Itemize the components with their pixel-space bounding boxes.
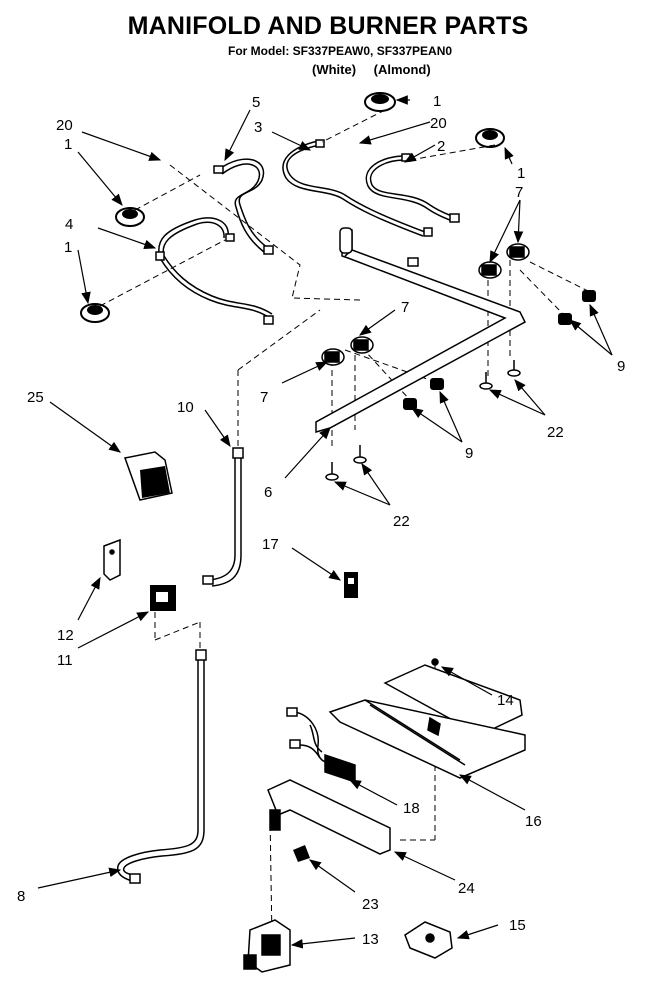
callout-18: 18 bbox=[403, 800, 420, 817]
callout-16: 16 bbox=[525, 813, 542, 830]
burner-tube-lines bbox=[158, 140, 457, 319]
gas-valve-icon bbox=[243, 919, 291, 973]
valve-icon bbox=[321, 348, 345, 366]
callout-11: 11 bbox=[57, 652, 73, 669]
callout-1: 1 bbox=[433, 93, 441, 110]
bracket-icon bbox=[103, 538, 121, 581]
callout-23: 23 bbox=[362, 896, 379, 913]
spacer-icon bbox=[124, 451, 173, 501]
callout-labels: 1 1 1 1 2 3 4 5 6 7 7 7 9 9 10 11 12 13 … bbox=[17, 93, 625, 948]
callout-5: 5 bbox=[252, 94, 260, 111]
valve-icon bbox=[478, 261, 502, 279]
gas-supply-tube bbox=[117, 458, 242, 883]
clamp-icon bbox=[293, 845, 310, 862]
callout-15: 15 bbox=[509, 917, 526, 934]
callout-20: 20 bbox=[56, 117, 73, 134]
burner-icon bbox=[364, 92, 396, 112]
callout-7: 7 bbox=[260, 389, 268, 406]
callout-17: 17 bbox=[262, 536, 279, 553]
callout-1: 1 bbox=[64, 136, 72, 153]
callout-2: 2 bbox=[437, 138, 445, 155]
clip-icon bbox=[344, 572, 358, 598]
burner-icon bbox=[80, 303, 110, 323]
callout-1: 1 bbox=[517, 165, 525, 182]
callout-8: 8 bbox=[17, 888, 25, 905]
manifold-icon bbox=[315, 227, 526, 433]
callout-9: 9 bbox=[617, 358, 625, 375]
callout-1: 1 bbox=[64, 239, 72, 256]
callout-20: 20 bbox=[430, 115, 447, 132]
page-title: MANIFOLD AND BURNER PARTS bbox=[127, 12, 529, 40]
callout-25: 25 bbox=[27, 389, 44, 406]
callout-24: 24 bbox=[458, 880, 475, 897]
valve-icon bbox=[506, 243, 530, 261]
callout-7: 7 bbox=[401, 299, 409, 316]
callout-22: 22 bbox=[393, 513, 410, 530]
callout-13: 13 bbox=[362, 931, 379, 948]
connector-icon bbox=[286, 707, 301, 749]
callout-6: 6 bbox=[264, 484, 272, 501]
fitting-icon bbox=[129, 447, 244, 884]
callout-3: 3 bbox=[254, 119, 262, 136]
callout-14: 14 bbox=[497, 692, 514, 709]
color-line: (White) (Almond) bbox=[312, 62, 431, 77]
model-line: For Model: SF337PEAW0, SF337PEAN0 bbox=[228, 44, 453, 58]
burner-shield-icon bbox=[328, 658, 526, 779]
regulator-icon bbox=[150, 585, 176, 611]
igniter-bracket-icon bbox=[267, 753, 391, 855]
valve-icon bbox=[350, 336, 374, 354]
screw-icon bbox=[325, 360, 521, 481]
burner-icon bbox=[115, 207, 145, 227]
callout-4: 4 bbox=[65, 216, 73, 233]
burner-icon bbox=[475, 128, 505, 148]
callout-7: 7 bbox=[515, 184, 523, 201]
callout-12: 12 bbox=[57, 627, 74, 644]
callout-9: 9 bbox=[465, 445, 473, 462]
mount-bracket-icon bbox=[404, 921, 453, 959]
callout-22: 22 bbox=[547, 424, 564, 441]
callout-arrows bbox=[37, 95, 613, 949]
orifice-icon bbox=[403, 290, 596, 410]
callout-10: 10 bbox=[177, 399, 194, 416]
igniter-wires bbox=[294, 711, 331, 765]
